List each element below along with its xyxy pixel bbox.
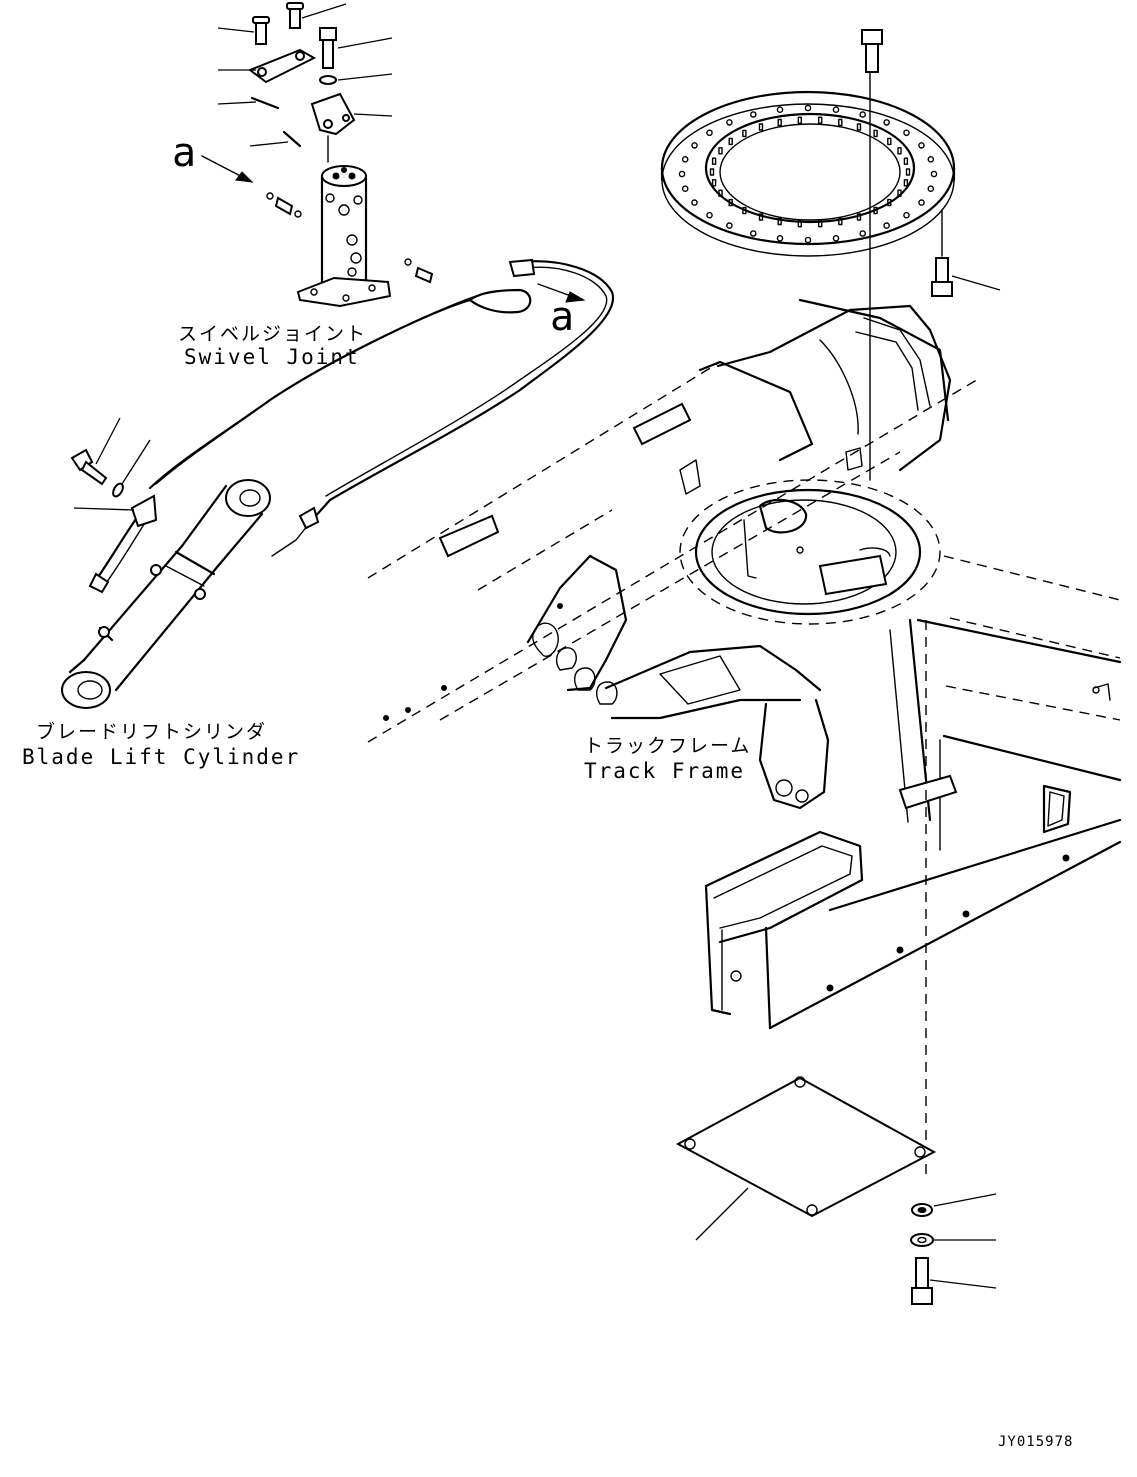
gear-tooth: [758, 123, 764, 131]
blade-lift-cylinder: [61, 417, 271, 709]
bolt-hole: [678, 170, 686, 178]
bolt-hole: [927, 155, 935, 163]
gear-tooth: [856, 213, 862, 221]
fitting-right: [404, 258, 434, 284]
gear-tooth: [728, 137, 733, 146]
gear-tooth: [856, 123, 862, 131]
swivel-joint-assembly: a: [172, 2, 434, 308]
lower-fasteners: [910, 1193, 997, 1305]
bolt-hole: [776, 234, 784, 242]
bolt-hole: [691, 142, 698, 149]
ref-marker-a-right: a: [550, 294, 574, 340]
bolt-cylinder: [70, 448, 108, 486]
gear-tooth: [777, 118, 782, 127]
gear-tooth: [797, 116, 802, 125]
gear-tooth: [728, 198, 733, 207]
bolt-hole: [750, 111, 757, 118]
pin-2: [286, 2, 304, 29]
link-plate: [247, 48, 317, 84]
gear-tooth: [797, 219, 802, 228]
gear-tooth: [897, 147, 902, 155]
hose-2: [310, 260, 615, 522]
gear-tooth: [897, 189, 902, 197]
gear-tooth: [718, 189, 723, 197]
swivel-joint-label-en: Swivel Joint: [184, 345, 360, 369]
bolt-hole: [859, 230, 867, 237]
bolt-hole: [706, 129, 713, 137]
track-frame: [367, 298, 1122, 1030]
cotter-pin-2: [282, 130, 302, 148]
gear-tooth: [711, 157, 717, 165]
fitting-left: [266, 192, 302, 218]
gear-tooth: [887, 137, 892, 146]
cylinder-fitting: [130, 494, 158, 528]
ref-marker-a-left: a: [172, 130, 196, 176]
gear-tooth: [758, 213, 764, 221]
blade-brackets: [526, 554, 830, 810]
gear-tooth: [818, 116, 823, 125]
bolt-hole: [918, 142, 925, 149]
bolt-hole: [681, 185, 689, 192]
gear-tooth: [711, 179, 717, 187]
bolt-hole: [918, 199, 925, 206]
bolt-hole: [726, 222, 733, 229]
gear-tooth: [903, 179, 909, 187]
gear-tooth: [838, 217, 843, 226]
under-cover: [675, 1076, 937, 1241]
bolt-hole: [706, 211, 713, 219]
gear-tooth: [838, 118, 843, 127]
hose-assembly: a: [148, 258, 615, 557]
bolt-hole: [859, 111, 867, 118]
bolt-hole: [750, 230, 757, 237]
gear-tooth: [718, 147, 723, 155]
swivel-joint-body: [296, 165, 392, 308]
track-frame-label-en: Track Frame: [584, 759, 745, 783]
bolt-top: [319, 27, 337, 69]
bolt-hole: [930, 170, 938, 178]
gear-tooth: [903, 157, 909, 165]
gear-tooth: [777, 217, 782, 226]
bolt-hole: [832, 234, 840, 242]
gear-tooth: [873, 206, 878, 215]
gear-tooth: [905, 168, 911, 176]
gear-tooth: [873, 129, 878, 138]
o-ring-cylinder: [112, 482, 124, 498]
bolt-hole: [903, 211, 910, 219]
bolt-hole: [927, 185, 935, 192]
track-frame-label-jp: トラックフレーム: [584, 735, 751, 757]
flat-washer: [910, 1233, 934, 1247]
bolt-hole: [681, 155, 689, 163]
bolt-hole: [804, 236, 812, 244]
gear-tooth: [742, 129, 747, 138]
bolt-hole: [726, 119, 733, 126]
swing-circle-bearing: [660, 29, 1001, 481]
drawing-code: JY015978: [998, 1434, 1073, 1450]
swing-circle-holes: [678, 104, 938, 244]
bolt-hole: [776, 106, 784, 113]
gear-tooth: [742, 206, 747, 215]
bolt-hole: [883, 222, 890, 229]
washer-top: [319, 75, 337, 85]
bolt-swing-side: [931, 257, 953, 297]
gear-tooth: [818, 219, 823, 228]
bolt-lower: [911, 1257, 933, 1305]
bolt-hole: [691, 199, 698, 206]
stopper-plate: [310, 92, 356, 136]
bolt-hole: [804, 104, 812, 112]
gear-tooth: [887, 198, 892, 207]
gear-tooth: [709, 168, 715, 176]
bolt-hole: [883, 119, 890, 126]
blade-lift-cylinder-label-jp: ブレードリフトシリンダ: [36, 720, 267, 743]
swivel-joint-label-jp: スイベルジョイント: [178, 323, 367, 345]
bolt-hole: [903, 129, 910, 137]
bolt-hole: [832, 106, 840, 113]
cotter-pin-1: [250, 96, 280, 110]
bolt-swing-top: [861, 29, 883, 73]
blade-lift-cylinder-label-en: Blade Lift Cylinder: [22, 745, 300, 769]
pin-1: [252, 16, 270, 45]
